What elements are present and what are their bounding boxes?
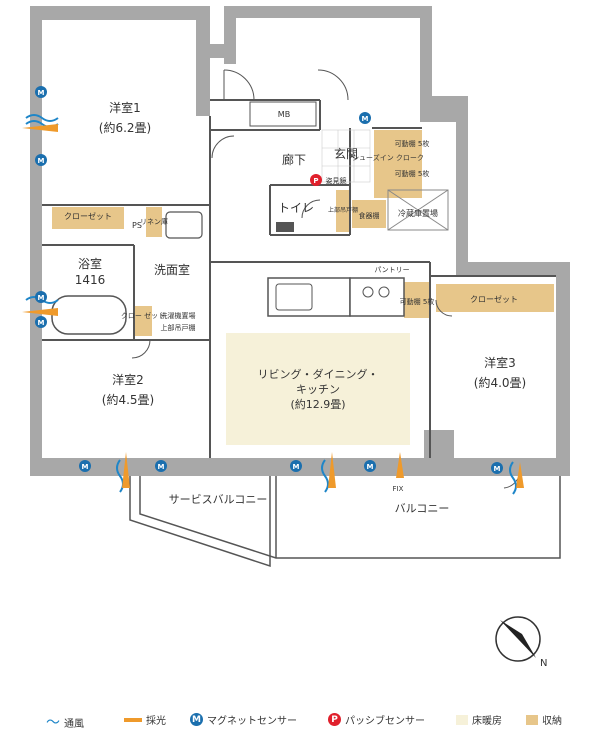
- floor-heating-zone: [226, 333, 410, 445]
- toilet-label: トイレ: [278, 201, 314, 215]
- magnet-sensor-icon: [79, 460, 91, 472]
- magnet-sensor-icon: [35, 154, 47, 166]
- magnet-sensor-icon: [35, 86, 47, 98]
- svg-text:M: M: [38, 157, 45, 165]
- movable-shelf-a: 可動棚 5枚: [395, 139, 430, 148]
- dish-shelf-label: 食器棚: [359, 211, 380, 220]
- linen-label: リネン庫: [140, 217, 168, 226]
- legend-daylight: 採光: [124, 712, 166, 727]
- entrance-label: 玄関: [334, 146, 358, 161]
- storage-swatch: [526, 714, 538, 725]
- fix-label: FIX: [393, 485, 404, 493]
- magnet-sensor-icon: [35, 291, 47, 303]
- bath-name: 浴室: [78, 256, 102, 271]
- svg-text:M: M: [158, 463, 165, 471]
- shoes-closet-label: シューズイン クローク: [352, 153, 424, 162]
- legend-magnet: M マグネットセンサー: [190, 712, 297, 727]
- ldk-label-2: キッチン: [296, 383, 340, 396]
- svg-text:M: M: [38, 89, 45, 97]
- magnet-sensor-icon: [155, 460, 167, 472]
- bedroom2-size: (約4.5畳): [102, 392, 154, 407]
- movable-shelf-b: 可動棚 5枚: [395, 169, 430, 178]
- mb-label: MB: [278, 110, 290, 119]
- storage-labels: クローゼット クローゼット クロー ゼット PS MB リネン庫 シューズイン …: [64, 110, 518, 493]
- corridor-label: 廊下: [282, 152, 306, 167]
- bedroom3-name: 洋室3: [484, 355, 516, 370]
- fridge-label: 冷蔵庫置場: [398, 208, 438, 218]
- svg-text:M: M: [362, 115, 369, 123]
- floor-heating-swatch: [456, 714, 468, 725]
- upper-cabinet-toilet-label: 上部吊戸棚: [328, 206, 358, 214]
- magnet-sensor-icon: [491, 462, 503, 474]
- passive-sensor-icon: [310, 174, 322, 186]
- svg-text:M: M: [38, 294, 45, 302]
- upper-cabinet-label: 上部吊戸棚: [161, 323, 196, 332]
- bedroom1-size: (約6.2畳): [99, 120, 151, 135]
- mb-box: [249, 101, 317, 127]
- legend-passive: P パッシブセンサー: [328, 712, 425, 727]
- entrance-tile: [321, 129, 371, 183]
- bedroom1-name: 洋室1: [109, 100, 141, 115]
- legend: 〜 通風 採光 M マグネットセンサー P パッシブセンサー 床暖房 収納: [0, 708, 600, 732]
- magnet-sensor-icon: [364, 460, 376, 472]
- balcony-label: バルコニー: [395, 502, 450, 515]
- svg-text:M: M: [293, 463, 300, 471]
- svg-text:M: M: [38, 319, 45, 327]
- ldk-size: (約12.9畳): [290, 397, 345, 411]
- legend-floor-heating: 床暖房: [456, 712, 502, 727]
- room-labels: 洋室1 (約6.2畳) 洋室2 (約4.5畳) 洋室3 (約4.0畳) リビング…: [75, 100, 527, 515]
- magnet-sensor-icon: [35, 316, 47, 328]
- magnet-sensor-icon: [359, 112, 371, 124]
- ldk-label-1: リビング・ダイニング・: [258, 367, 379, 381]
- sensor-letters: M M M M M M M M M M P: [38, 89, 501, 473]
- wind-icon: 〜: [46, 715, 60, 731]
- ps-label: PS: [132, 221, 142, 230]
- svg-text:M: M: [494, 465, 501, 473]
- svg-text:P: P: [313, 177, 318, 185]
- svg-text:M: M: [82, 463, 89, 471]
- legend-storage: 収納: [526, 712, 562, 727]
- bath-size: 1416: [75, 273, 106, 287]
- movable-shelf-c: 可動棚 5枚: [400, 297, 435, 306]
- passive-sensor-icon: P: [328, 713, 341, 726]
- washer-label: 洗濯機置場: [161, 311, 196, 320]
- magnet-sensor-icon: [290, 460, 302, 472]
- storage-areas: [52, 130, 554, 336]
- legend-ventilation: 〜 通風: [46, 712, 84, 732]
- bedroom3-size: (約4.0畳): [474, 375, 526, 390]
- closet-small-label: クロー ゼット: [121, 311, 165, 320]
- washroom-label: 洗面室: [154, 262, 190, 277]
- closet-right-label: クローゼット: [470, 294, 518, 304]
- magnet-sensors: [35, 86, 503, 474]
- svg-text:M: M: [367, 463, 374, 471]
- mirror-label: 姿見鏡: [326, 176, 347, 185]
- magnet-sensor-icon: M: [190, 713, 203, 726]
- kitchen-counter: [267, 277, 405, 317]
- balcony-outline: [129, 476, 561, 568]
- wash-basin: [165, 211, 203, 239]
- daylight-marks: [22, 124, 524, 488]
- toilet-fixture: [276, 222, 294, 232]
- light-icon: [124, 717, 142, 722]
- closet-top-label: クローゼット: [64, 211, 112, 221]
- north-label: N: [540, 658, 547, 669]
- pantry-label: パントリー: [374, 266, 409, 274]
- bathtub: [51, 295, 127, 335]
- service-balcony-label: サービスバルコニー: [169, 493, 268, 506]
- interior-walls: [42, 99, 556, 458]
- compass-icon: [495, 616, 541, 662]
- fridge-space: [387, 189, 449, 231]
- bedroom2-name: 洋室2: [112, 372, 144, 387]
